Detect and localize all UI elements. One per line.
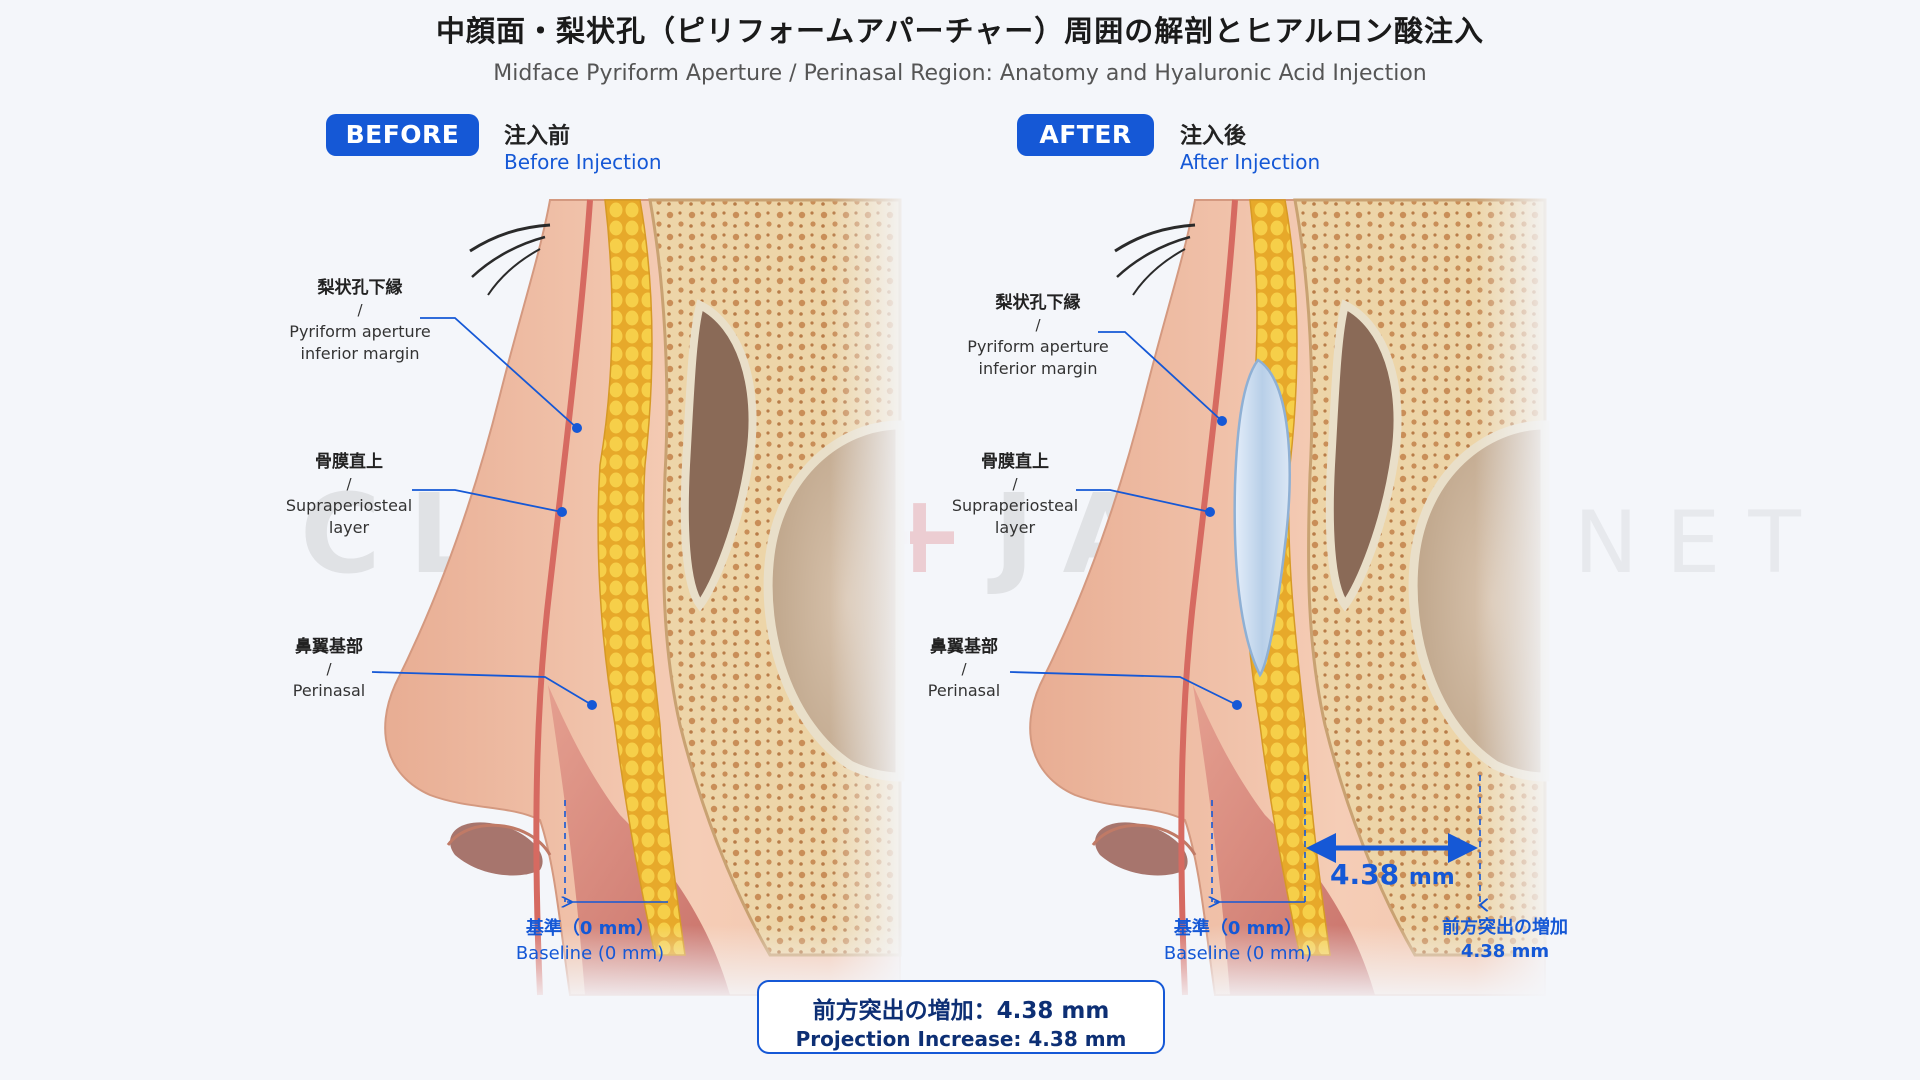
after-leader-dots: [1205, 416, 1242, 710]
before-label-supraperiosteal: 骨膜直上 / Supraperiosteal layer: [285, 452, 413, 537]
after-badge: AFTER: [1017, 114, 1154, 156]
after-baseline-marker: [1212, 775, 1480, 905]
page-subtitle: Midface Pyriform Aperture / Perinasal Re…: [493, 61, 1427, 86]
summary-box: 前方突出の増加：4.38 mm Projection Increase: 4.3…: [757, 980, 1165, 1054]
after-leader-lines: [1009, 331, 1238, 706]
before-heading-en: Before Injection: [504, 150, 662, 174]
page-title: 中顔面・梨状孔（ピリフォームアパーチャー）周囲の解剖とヒアルロン酸注入: [436, 14, 1484, 48]
after-label-perinasal: 鼻翼基部 / Perinasal: [927, 637, 1001, 700]
before-leader-lines: [371, 317, 593, 706]
projection-increase-note: 前方突出の増加 4.38 mm: [1442, 917, 1568, 962]
filler-deposit: [1233, 358, 1291, 678]
summary-jp: 前方突出の増加：4.38 mm: [812, 998, 1110, 1024]
before-heading-jp: 注入前: [504, 124, 571, 149]
summary-en: Projection Increase: 4.38 mm: [795, 1027, 1127, 1051]
after-baseline-caption: 基準（0 mm） Baseline (0 mm): [1163, 918, 1313, 964]
after-heading-en: After Injection: [1180, 150, 1321, 174]
after-heading-jp: 注入後: [1180, 124, 1247, 149]
before-badge: BEFORE: [326, 114, 479, 156]
after-label-supraperiosteal: 骨膜直上 / Supraperiosteal layer: [951, 452, 1079, 537]
before-baseline-caption: 基準（0 mm） Baseline (0 mm): [515, 918, 665, 964]
before-label-pyriform: 梨状孔下縁 / Pyriform aperture inferior margi…: [289, 278, 431, 363]
after-label-pyriform: 梨状孔下縁 / Pyriform aperture inferior margi…: [967, 293, 1109, 378]
before-leader-dots: [557, 423, 597, 710]
before-face-illustration: [360, 185, 920, 1005]
projection-measure: 4.38 mm: [1330, 858, 1455, 891]
before-label-perinasal: 鼻翼基部 / Perinasal: [292, 637, 366, 700]
after-face-illustration: [1005, 185, 1565, 1005]
before-baseline-marker: [565, 800, 668, 902]
